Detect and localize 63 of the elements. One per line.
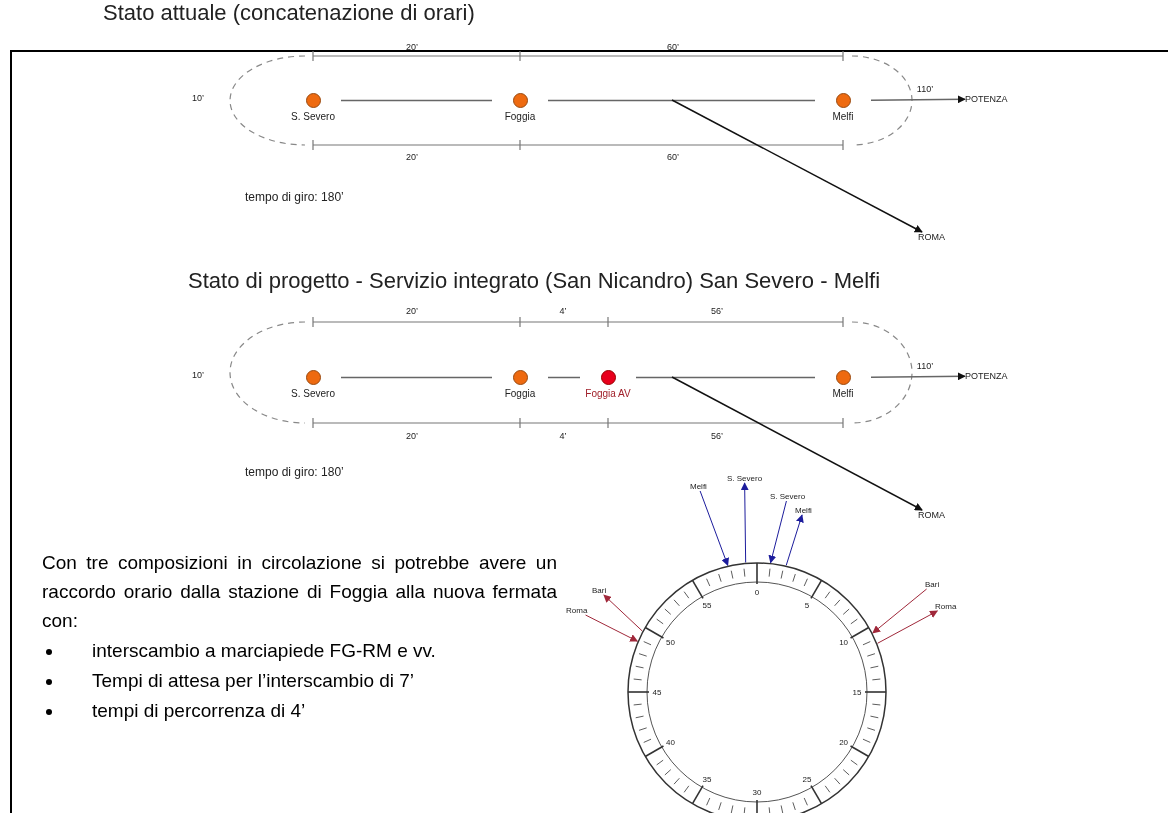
time-label: 20’ [406,306,418,316]
time-label: 10’ [192,370,204,380]
section-heading: Stato di progetto - Servizio integrato (San Nicandro) San Severo - Melfi [188,268,881,294]
time-label: 4’ [559,306,567,316]
time-label: 56’ [711,306,723,316]
cycle-time-note: tempo di giro: 180’ [245,190,344,204]
time-label: 4’ [559,431,567,441]
arrow [768,500,787,564]
bullet-item: tempi di percorrenza di 4’ [92,699,306,723]
train-label: Bari [592,586,607,595]
train-label: Roma [566,606,588,615]
track-line [547,376,581,379]
minute-number: 45 [652,687,662,697]
train-label: S. Severo [727,474,763,483]
minute-number: 5 [804,600,810,610]
train-label: Melfi [690,482,707,491]
arrow [699,490,729,567]
time-label: 60’ [667,42,679,52]
arrow [585,614,639,642]
destination-label: ROMA [918,232,945,242]
time-label: 10’ [192,93,204,103]
paragraph: Con tre composizioni in circolazione si potrebbe avere un raccordo orario dalla stazione di Foggia alla nuova fermata con: [42,551,557,633]
minute-number: 10 [839,637,849,647]
minute-number: 15 [852,687,862,697]
minute-number: 40 [665,737,675,747]
arrow [870,372,966,381]
minute-number: 25 [802,774,812,784]
destination-label: POTENZA [965,371,1008,381]
time-label: 20’ [406,431,418,441]
minute-number: 20 [839,737,849,747]
time-label: 56’ [711,431,723,441]
arrow [872,588,928,634]
destination-label: POTENZA [965,94,1008,104]
arrow [877,610,939,644]
time-label: 110’ [916,84,934,94]
arrow [785,514,804,566]
track-line [547,99,816,102]
time-label: 20’ [406,42,418,52]
track-line [340,376,493,379]
minute-number: 55 [702,600,712,610]
arrow [671,376,923,511]
time-label: 110’ [916,361,934,371]
minute-number: 0 [754,587,760,597]
minute-number: 50 [665,637,675,647]
time-label: 20’ [406,152,418,162]
train-label: Roma [935,602,957,611]
arrow [740,482,749,563]
minute-number: 35 [702,774,712,784]
cycle-time-note: tempo di giro: 180’ [245,465,344,479]
time-label: 60’ [667,152,679,162]
minute-number: 30 [752,787,762,797]
train-label: S. Severo [770,492,806,501]
train-label: Bari [925,580,940,589]
section-heading: Stato attuale (concatenazione di orari) [103,0,475,26]
track-line [635,376,816,379]
train-label: Melfi [795,506,812,515]
track-line [340,99,493,102]
destination-label: ROMA [918,510,945,520]
arrow [870,95,966,104]
bullet-item: Tempi di attesa per l’interscambio di 7’ [92,669,415,693]
bullet-item: interscambio a marciapiede FG-RM e vv. [92,639,436,663]
arrow [603,594,643,632]
arrow [671,99,923,233]
